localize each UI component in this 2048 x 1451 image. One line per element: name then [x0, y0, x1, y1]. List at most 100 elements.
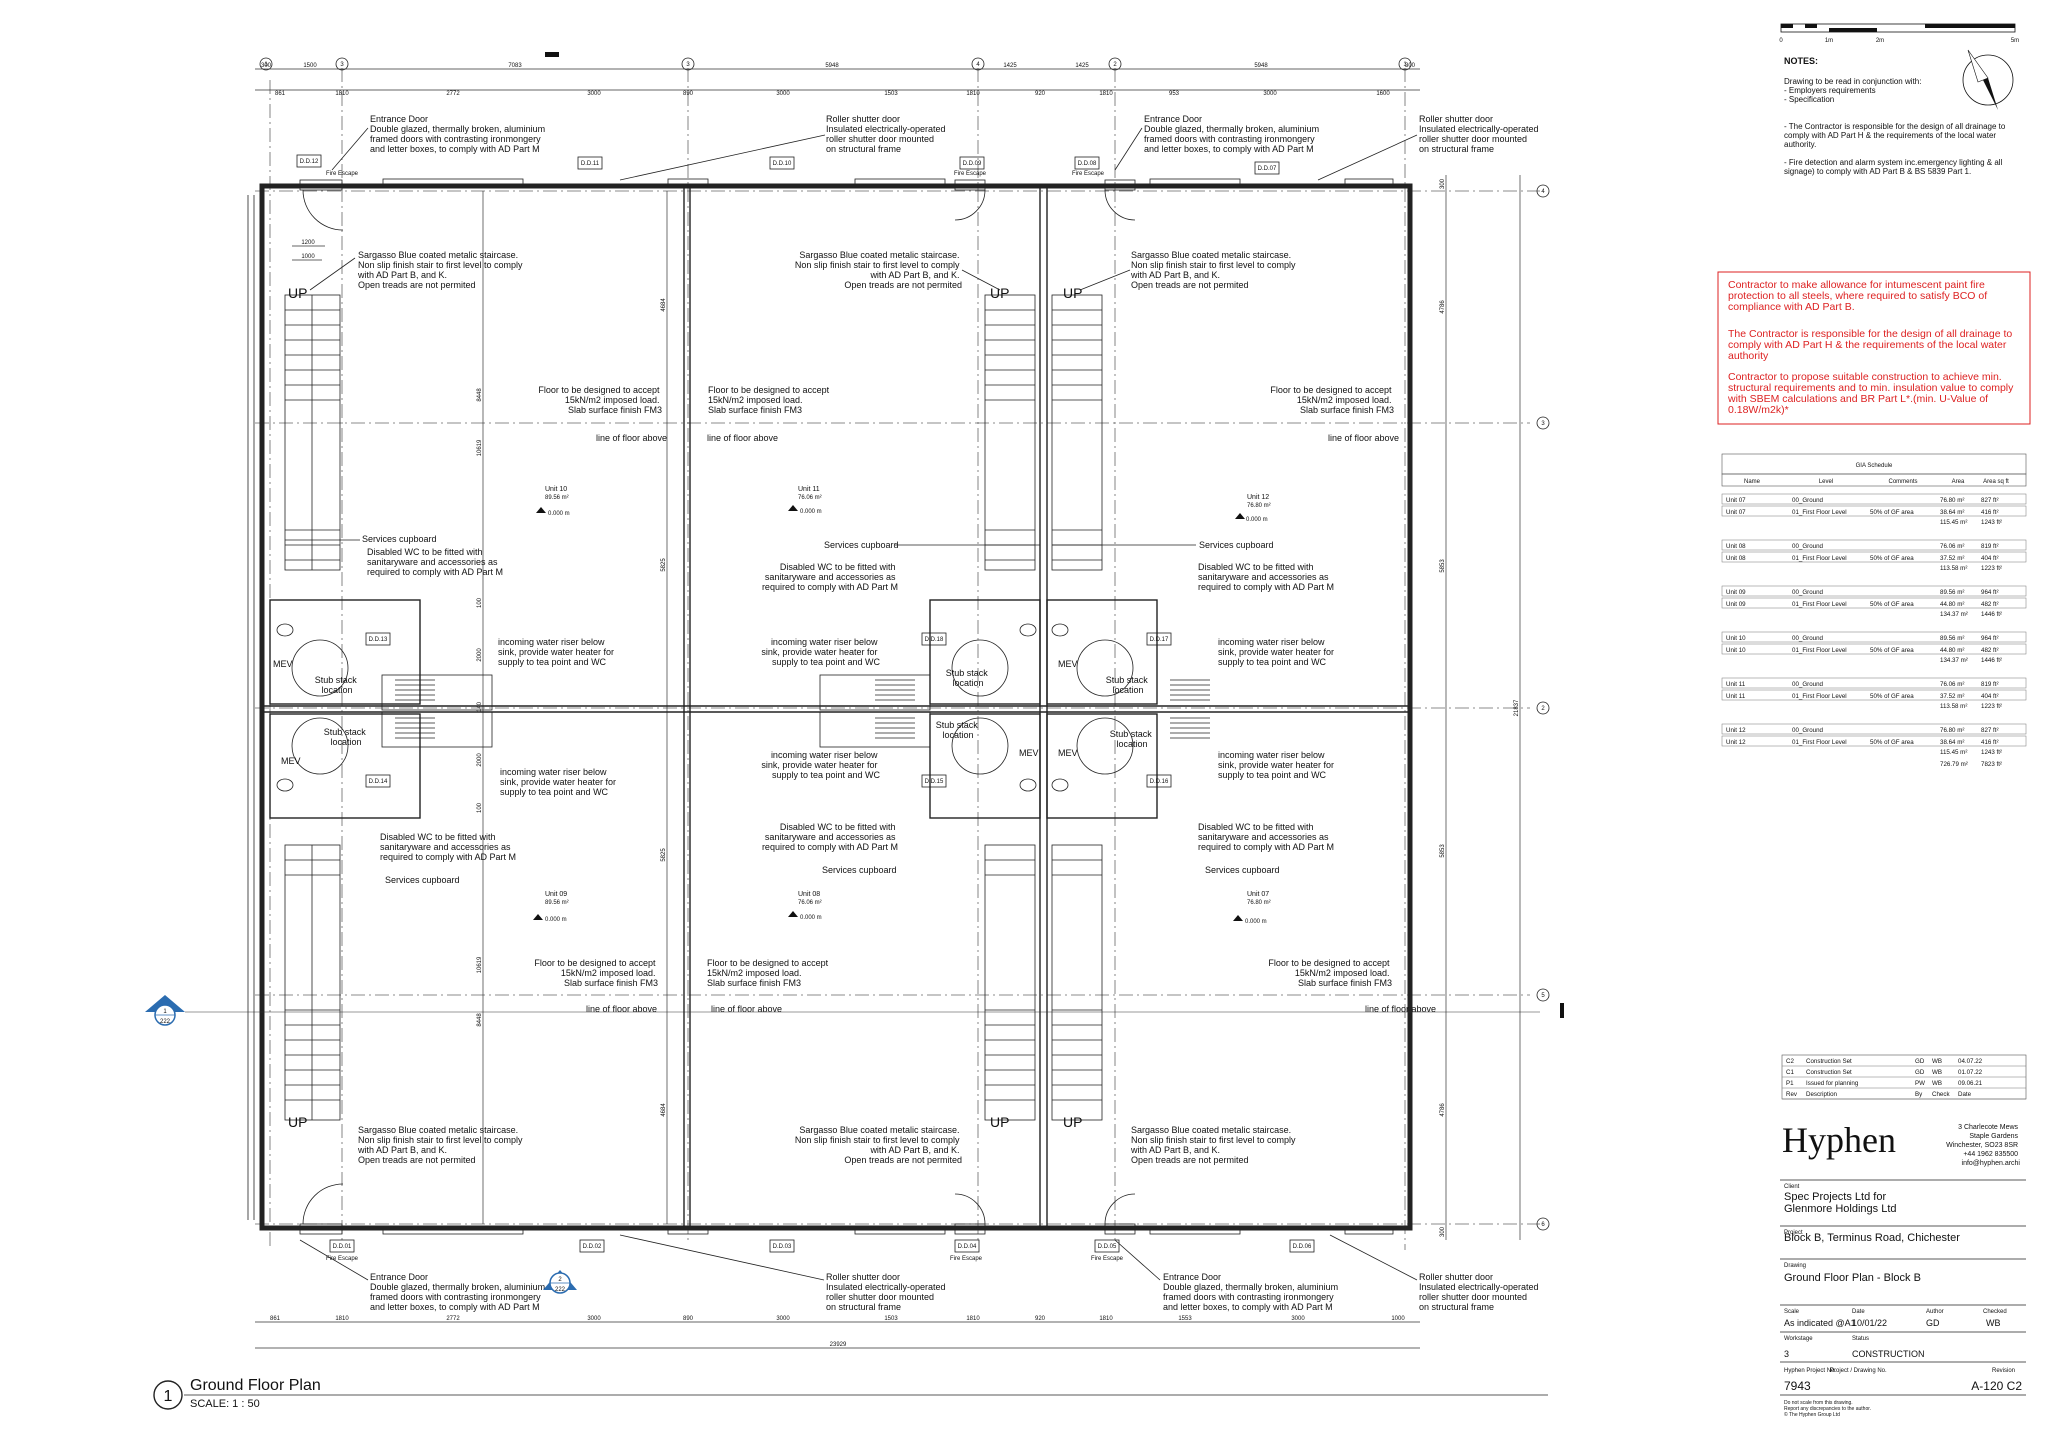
dimension-label: 5825 [661, 848, 667, 862]
gia-subtotal: 134.37 m² [1940, 611, 1968, 618]
fire-escape-label: Fire Escape [326, 171, 359, 177]
dimension-label: 100 [477, 802, 483, 813]
entrance-door-note: Entrance Door Double glazed, thermally b… [370, 114, 548, 154]
roller-door-note: Roller shutter door Insulated electrical… [1419, 1272, 1541, 1312]
dimension-label: 890 [683, 91, 694, 97]
unit-area: 76.06 m² [798, 900, 822, 906]
dimension-label: 1503 [884, 91, 898, 97]
unit-area: 76.06 m² [798, 495, 822, 501]
notes-block: NOTES: Drawing to be read in conjunction… [1784, 56, 2006, 176]
dimension-label: 1810 [1099, 91, 1113, 97]
client-label: Client [1784, 1184, 1800, 1190]
dimension-label: 3000 [776, 1316, 790, 1322]
disabled-wc-note: Disabled WC to be fitted with sanitarywa… [1198, 562, 1334, 592]
services-cupboard-label: Services cupboard [362, 534, 437, 544]
revision-cell: Description [1806, 1091, 1838, 1098]
revision-cell: P1 [1786, 1080, 1794, 1087]
gia-cell: 50% of GF area [1870, 693, 1914, 700]
gia-cell: 76.06 m² [1940, 681, 1964, 688]
gia-cell: 01_First Floor Level [1792, 555, 1847, 562]
staircase-note: Sargasso Blue coated metalic staircase. … [795, 250, 962, 290]
services-cupboard-label: Services cupboard [822, 865, 897, 875]
view-number: 1 [164, 1388, 173, 1405]
red-note: Contractor to make allowance for intumes… [1728, 279, 1990, 313]
dimension-label: 300 [1440, 178, 1446, 189]
dimension-label: 10619 [477, 439, 483, 456]
gia-subtotal: 1446 ft² [1981, 657, 2002, 664]
dimension-label: 1000 [301, 254, 315, 260]
door-tag: D.D.18 [925, 637, 944, 643]
gia-cell: Unit 12 [1726, 739, 1746, 746]
date-label: Date [1852, 1309, 1865, 1315]
client-name: Spec Projects Ltd for Glenmore Holdings … [1784, 1191, 1897, 1215]
dimension-label: 4684 [661, 298, 667, 312]
unit-level: 0.000 m [548, 511, 570, 517]
stub-stack-label: Stub stack location [315, 675, 360, 695]
grid-lines [255, 68, 1540, 1250]
dimension-total: 23929 [830, 1342, 847, 1348]
floor-note: Floor to be designed to accept 15kN/m2 i… [707, 958, 831, 988]
unit-area: 89.56 m² [545, 900, 569, 906]
grid-bubble-right-5 [1536, 1217, 1550, 1231]
dimension-label: 1810 [966, 91, 980, 97]
gia-cell: 01_First Floor Level [1792, 739, 1847, 746]
unit-level: 0.000 m [800, 509, 822, 515]
gia-subtotal: 113.58 m² [1940, 565, 1967, 572]
revision-cell: WB [1932, 1069, 1942, 1076]
gia-subtotal: 113.58 m² [1940, 703, 1967, 710]
brand-logo: Hyphen [1782, 1120, 1896, 1160]
gia-cell: 89.56 m² [1940, 589, 1964, 596]
door-tag: D.D.03 [773, 1244, 792, 1250]
gia-schedule-table: GIA Schedule Name Level Comments Area Ar… [1721, 453, 2027, 768]
revision-cell: PW [1915, 1080, 1925, 1087]
unit-name: Unit 09 [545, 891, 567, 898]
grid-label: 3 [340, 62, 344, 68]
door-tag: D.D.02 [583, 1244, 602, 1250]
gia-row [1721, 723, 2027, 735]
staircase [284, 294, 341, 571]
revision-cell: Date [1958, 1091, 1972, 1098]
section-number: 2 [558, 1277, 562, 1283]
dimension-label: 4684 [661, 1103, 667, 1117]
gia-cell: 404 ft² [1981, 555, 1999, 562]
gia-header: Level [1819, 479, 1833, 485]
staircase [1051, 294, 1103, 571]
revision-cell: 09.06.21 [1958, 1080, 1983, 1087]
gia-cell: Unit 08 [1726, 543, 1746, 550]
title-block: Hyphen 3 Charlecote Mews Staple Gardens … [1780, 1120, 2026, 1418]
gia-cell: 38.64 m² [1940, 739, 1964, 746]
disabled-wc-note: Disabled WC to be fitted with sanitarywa… [1198, 822, 1334, 852]
scale-value: As indicated @A1 [1784, 1318, 1856, 1328]
dimension-label: 7083 [508, 63, 522, 69]
revision-cell: GD [1915, 1069, 1925, 1076]
disabled-wc-note: Disabled WC to be fitted with sanitarywa… [380, 832, 516, 862]
door-tag: D.D.11 [581, 161, 600, 167]
door-tags: D.D.12 Fire Escape D.D.11 D.D.10 D.D.09 … [296, 154, 1315, 1262]
gia-header: Area [1952, 479, 1965, 485]
staircase [284, 844, 341, 1121]
gia-cell: Unit 07 [1726, 497, 1746, 504]
gia-cell: 01_First Floor Level [1792, 647, 1847, 654]
revision-cell: 01.07.22 [1958, 1069, 1983, 1076]
gia-cell: 827 ft² [1981, 727, 1999, 734]
revision-cell: 04.07.22 [1958, 1058, 1983, 1065]
revision-cell: Construction Set [1806, 1069, 1852, 1076]
dimension-chain-right: 300 4786 5853 5853 4786 300 21837 [1440, 175, 1521, 1240]
gia-cell: Unit 12 [1726, 727, 1746, 734]
door-tag: D.D.12 [300, 159, 319, 165]
grid-bubble-right-1 [1536, 184, 1550, 198]
water-riser-note: incoming water riser below sink, provide… [1218, 750, 1337, 780]
author-value: GD [1926, 1318, 1940, 1328]
unit-area: 89.56 m² [545, 495, 569, 501]
gia-cell: 01_First Floor Level [1792, 601, 1847, 608]
revision-cell: Construction Set [1806, 1058, 1852, 1065]
dimension-label: 5948 [1254, 63, 1268, 69]
dimension-label: 920 [1035, 91, 1046, 97]
gia-cell: 50% of GF area [1870, 647, 1914, 654]
floor-note: Floor to be designed to accept 15kN/m2 i… [538, 385, 662, 415]
staircases: UP UP UP UP UP UP [284, 285, 1103, 1130]
gia-cell: 37.52 m² [1940, 555, 1964, 562]
revision-cell: Check [1932, 1091, 1950, 1098]
dimension-label: 4786 [1440, 300, 1446, 314]
gia-row [1721, 585, 2027, 597]
